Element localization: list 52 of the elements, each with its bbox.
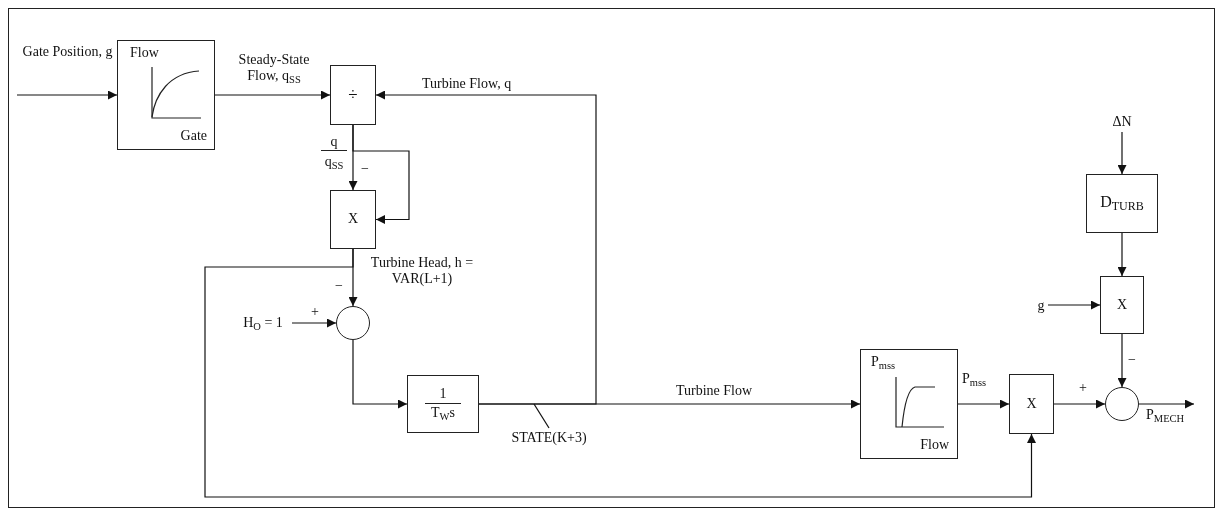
edge-label: P$_{mss}$: [962, 371, 987, 389]
fraction-label: q$_{SS}$: [323, 154, 345, 172]
leader-line: [533, 403, 550, 429]
arrow: [375, 90, 597, 405]
arrow: [1138, 399, 1195, 409]
sign-label: −: [335, 278, 343, 295]
divider-block: [330, 65, 376, 125]
block-label: ÷: [348, 85, 358, 105]
block-label: X: [1026, 395, 1037, 413]
fraction-label: q: [321, 134, 347, 152]
axis-label: P$_{mss}$: [871, 354, 896, 372]
arrow: [1117, 333, 1127, 388]
summing-junction: [1105, 387, 1139, 421]
arrow: [204, 248, 1036, 498]
state-label: STATE(K+3): [497, 428, 601, 448]
arrow: [291, 318, 337, 328]
gain-block: [1086, 174, 1158, 233]
transfer-function-block: [407, 375, 479, 433]
signal-label: ΔN: [1107, 112, 1137, 132]
axis-label: Gate: [180, 127, 207, 144]
arrow: [1117, 232, 1127, 277]
function-block: [860, 349, 958, 459]
arrow: [1053, 399, 1106, 409]
arrow: [16, 90, 118, 100]
numerator: 1: [425, 384, 461, 404]
edge-label: Turbine Flow, q: [422, 76, 512, 93]
signal-label: H$_{O}$ = 1: [234, 312, 292, 334]
arrow: [1117, 131, 1127, 175]
block-label: X: [347, 211, 359, 228]
signal-label: g: [1034, 296, 1048, 316]
arrow: [957, 399, 1010, 409]
multiplier-block: [330, 190, 376, 249]
multiplier-block: [1100, 276, 1144, 334]
arrow: [478, 399, 861, 409]
summing-junction: [336, 306, 370, 340]
axis-label: Flow: [920, 436, 949, 453]
arrow: [214, 90, 331, 100]
multiplier-block: [1009, 374, 1054, 434]
sign-label: −: [1128, 352, 1136, 369]
axis-label: Flow: [130, 45, 159, 62]
block-label: D$_{TURB}$: [1100, 193, 1144, 214]
sign-label: +: [1079, 380, 1087, 397]
denominator: T$_{W}$s: [430, 403, 456, 424]
sign-label: −: [361, 161, 369, 178]
sign-label: +: [311, 304, 319, 321]
function-block: [117, 40, 215, 150]
arrow: [1047, 300, 1101, 310]
edge-label: Gate Position, g: [20, 44, 115, 61]
arrow: [352, 339, 408, 409]
edge-label: P$_{MECH}$: [1146, 407, 1185, 425]
block-label: X: [1116, 296, 1128, 314]
arrow: [352, 124, 410, 224]
